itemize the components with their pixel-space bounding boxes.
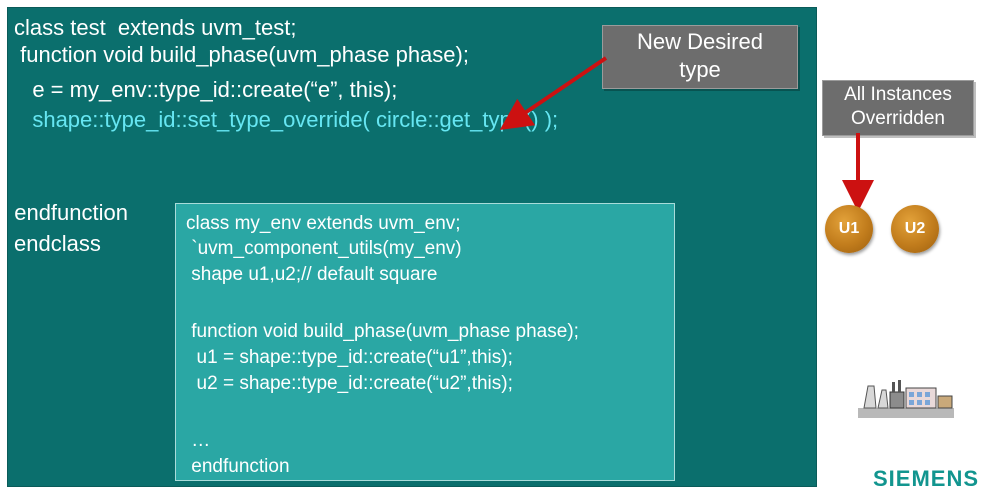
inner-line-class-my-env: class my_env extends uvm_env;	[186, 213, 461, 234]
code-line-endfunction: endfunction	[2, 200, 128, 225]
code-line-class-test: class test extends uvm_test;	[14, 15, 297, 40]
instance-u2-circle: U2	[891, 205, 939, 253]
code-line-set-type-override: shape::type_id::set_type_override( circl…	[14, 107, 559, 132]
all-instances-line1: All Instances	[844, 84, 952, 105]
inner-line-create-u1: u1 = shape::type_id::create(“u1”,this);	[186, 347, 513, 368]
inner-line-ellipsis: …	[186, 430, 211, 451]
factory-icon	[858, 380, 954, 418]
arrow-to-circle-get-type	[499, 56, 608, 130]
all-instances-line2: Overridden	[851, 108, 945, 129]
new-desired-type-line2: type	[679, 57, 721, 82]
siemens-logo: SIEMENS	[873, 466, 980, 491]
code-line-endclass: endclass	[14, 231, 101, 256]
inner-line-build-phase: function void build_phase(uvm_phase phas…	[186, 321, 579, 342]
instance-u1-circle: U1	[825, 205, 873, 253]
inner-line-create-u2: u2 = shape::type_id::create(“u2”,this);	[186, 373, 513, 394]
inner-line-component-utils: `uvm_component_utils(my_env)	[186, 238, 462, 259]
inner-line-shape-decl: shape u1,u2;// default square	[186, 264, 438, 285]
new-desired-type-line1: New Desired	[637, 29, 763, 54]
code-line-build-phase: function void build_phase(uvm_phase phas…	[14, 42, 469, 67]
code-line-create-env: e = my_env::type_id::create(“e”, this);	[14, 77, 398, 102]
inner-line-endfunction: endfunction	[186, 456, 290, 477]
my-env-code-box: class my_env extends uvm_env; `uvm_compo…	[175, 203, 675, 481]
new-desired-type-callout: New Desired type	[602, 25, 798, 89]
all-instances-overridden-callout: All Instances Overridden	[822, 80, 974, 136]
